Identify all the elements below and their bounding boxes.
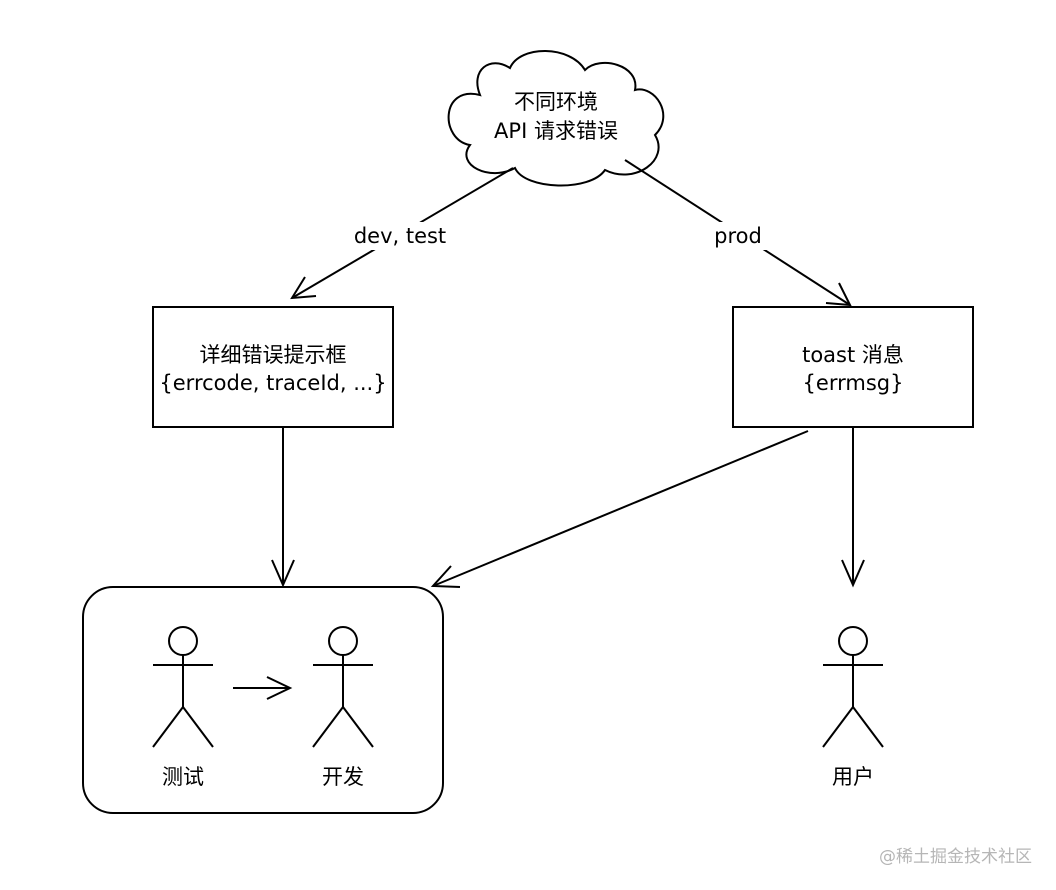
toast-box: toast 消息 {errmsg} (732, 306, 974, 428)
watermark: @稀土掘金技术社区 (879, 847, 1032, 867)
edge-toast-to-user (841, 427, 865, 588)
developer-label: 开发 (322, 765, 364, 789)
arrowhead-icon (825, 282, 852, 307)
cloud-line-2: API 请求错误 (494, 119, 618, 143)
detail-box-line-2: {errcode, traceId, ...} (159, 371, 386, 395)
arrowhead-icon (290, 276, 317, 300)
tester-label: 测试 (162, 765, 204, 789)
tester-actor-icon (152, 626, 214, 748)
arrowhead-icon (271, 559, 295, 588)
arrowhead-icon (841, 559, 865, 588)
developer-actor-icon (312, 626, 374, 748)
detail-error-box: 详细错误提示框 {errcode, traceId, ...} (152, 306, 394, 428)
cloud-node: 不同环境 API 请求错误 (447, 50, 665, 187)
user-label: 用户 (832, 765, 874, 789)
edge-prod: prod (624, 159, 852, 307)
edge-detail-to-team (271, 427, 295, 588)
edge-label-prod: prod (714, 224, 762, 248)
user-actor-icon (822, 626, 884, 748)
toast-box-line-1: toast 消息 (802, 343, 904, 367)
cloud-line-1: 不同环境 (514, 90, 598, 114)
edge-dev-test: dev, test (290, 167, 514, 300)
edge-tester-to-developer (233, 676, 293, 700)
edge-label-dev-test: dev, test (354, 224, 446, 248)
toast-box-line-2: {errmsg} (803, 371, 904, 395)
arrowhead-icon (266, 676, 293, 700)
team-group: 测试 开发 (82, 586, 444, 814)
detail-box-line-1: 详细错误提示框 (200, 343, 347, 367)
edge-toast-to-team (430, 430, 809, 588)
arrowhead-icon (430, 565, 461, 588)
